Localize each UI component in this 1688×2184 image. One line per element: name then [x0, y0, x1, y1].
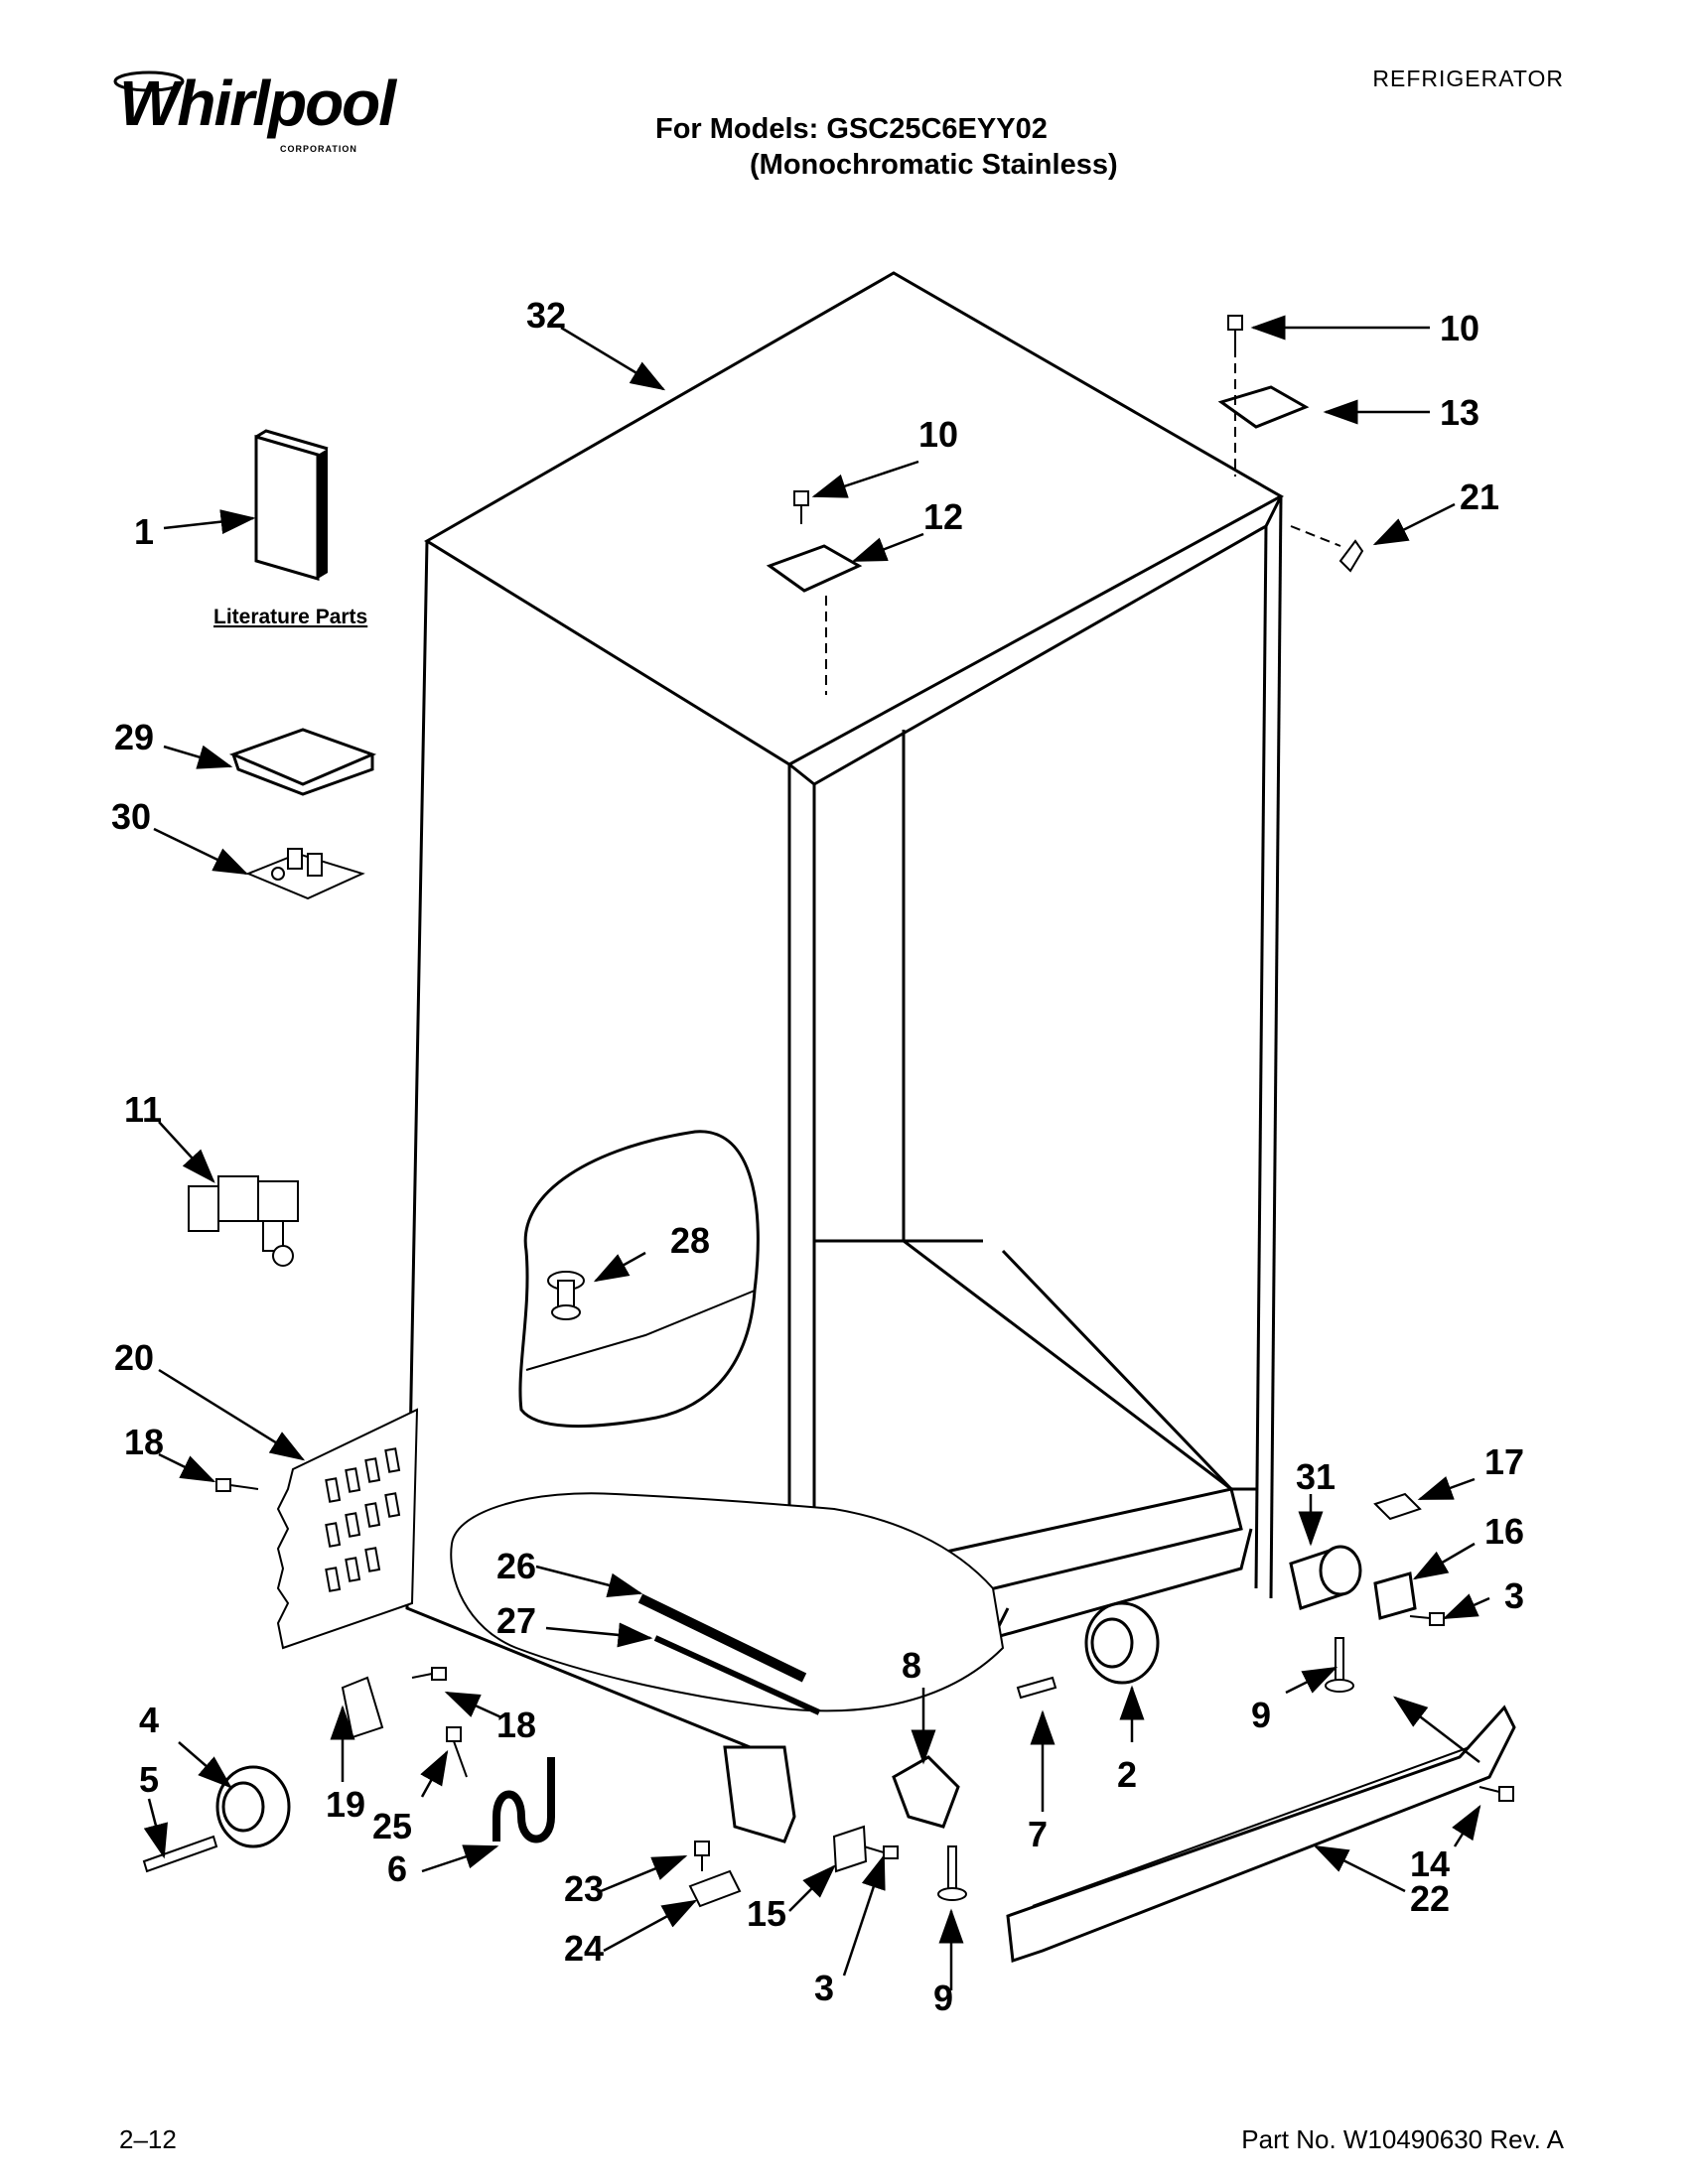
callout-12: 12	[923, 496, 963, 537]
callout-29: 29	[114, 717, 154, 757]
callout-31: 31	[1296, 1456, 1336, 1497]
callout-19: 19	[326, 1784, 365, 1825]
hinge-15-icon	[832, 1825, 868, 1873]
shim-icon	[1338, 539, 1364, 573]
hinge-bottom-icon	[1373, 1571, 1417, 1620]
callout-16: 16	[1484, 1511, 1524, 1552]
models-line-2: (Monochromatic Stainless)	[750, 149, 1118, 181]
callout-23: 23	[564, 1868, 604, 1909]
callout-18-center: 18	[496, 1705, 536, 1745]
brand-sub: CORPORATION	[280, 144, 357, 154]
roller-right-icon	[1084, 1601, 1160, 1685]
callout-10-top-left: 10	[918, 414, 958, 455]
callout-5: 5	[139, 1759, 159, 1800]
models-line-1: For Models: GSC25C6EYY02	[655, 113, 1048, 145]
callout-1: 1	[134, 511, 154, 552]
lower-cutaway	[450, 1492, 1005, 1712]
leveler-right-icon	[1325, 1637, 1354, 1693]
cabinet-shell	[405, 271, 1285, 1759]
axle-left-icon	[142, 1835, 218, 1873]
roller-left-icon	[215, 1765, 291, 1848]
callout-24: 24	[564, 1928, 604, 1969]
category-label: REFRIGERATOR	[1372, 66, 1564, 91]
callout-18-left: 18	[124, 1422, 164, 1462]
base-panel	[723, 1745, 796, 1843]
callout-6: 7	[1028, 1814, 1048, 1854]
models-heading: For Models: GSC25C6EYY02 (Monochromatic …	[655, 111, 1118, 183]
brand-name: Whirlpool	[119, 68, 396, 139]
literature-icon	[254, 429, 329, 581]
leader-lines	[143, 315, 1490, 1990]
callout-27: 27	[496, 1600, 536, 1641]
callout-15: 15	[747, 1893, 786, 1934]
hinge-top-right-icon	[1217, 385, 1310, 429]
leveler-bottom-icon	[937, 1845, 967, 1901]
callout-9-right: 9	[1251, 1695, 1271, 1735]
page-number: 2–12	[119, 2124, 177, 2154]
brand-logo: Whirlpool	[119, 71, 396, 135]
callout-8: 8	[902, 1645, 921, 1686]
hinge-top-left-icon	[766, 544, 863, 593]
callout-3-bottom: 3	[814, 1968, 834, 2008]
callout-11: 11	[124, 1089, 162, 1130]
callout-labels: 32 10 10 13 12 21 1 29 30 11 28 20 18 31…	[111, 295, 1524, 2018]
bracket-icon	[892, 1755, 960, 1829]
axle-right-icon	[1016, 1676, 1057, 1700]
water-valve-icon	[188, 1175, 299, 1267]
callout-26: 26	[496, 1546, 536, 1586]
base-grille-icon	[1006, 1705, 1516, 1964]
callout-22: 22	[1410, 1878, 1450, 1919]
literature-label: Literature Parts	[213, 606, 367, 628]
washer-icon	[1373, 1492, 1422, 1521]
part-number: Part No. W10490630 Rev. A	[1241, 2124, 1564, 2154]
rear-grille-icon	[276, 1408, 419, 1650]
cutaway-view	[518, 1130, 760, 1429]
callout-3-right: 3	[1504, 1575, 1524, 1616]
logo-swoosh-icon	[113, 70, 185, 92]
drain-fitting-icon	[547, 1271, 585, 1320]
callout-9-bottom: 9	[933, 1978, 953, 2018]
screw-icon	[215, 315, 1514, 1871]
tube-27-icon	[653, 1635, 821, 1715]
callout-30: 30	[111, 796, 151, 837]
callout-17: 17	[1484, 1441, 1524, 1482]
drain-hose-icon	[492, 1757, 555, 1843]
control-board-icon	[245, 848, 365, 900]
cam-icon	[688, 1869, 742, 1908]
callout-10-top-right: 10	[1440, 308, 1479, 348]
callout-7: 6	[387, 1848, 407, 1889]
callout-20: 20	[114, 1337, 154, 1378]
callout-21: 21	[1460, 477, 1499, 517]
callout-13: 13	[1440, 392, 1479, 433]
callout-2: 2	[1117, 1754, 1137, 1795]
callout-14: 14	[1410, 1843, 1450, 1884]
bracket-19-icon	[341, 1676, 384, 1739]
callout-32: 32	[526, 295, 566, 336]
callout-4: 4	[139, 1700, 159, 1740]
callout-25: 25	[372, 1806, 412, 1846]
tube-26-icon	[637, 1593, 807, 1683]
callout-28: 28	[670, 1220, 710, 1261]
